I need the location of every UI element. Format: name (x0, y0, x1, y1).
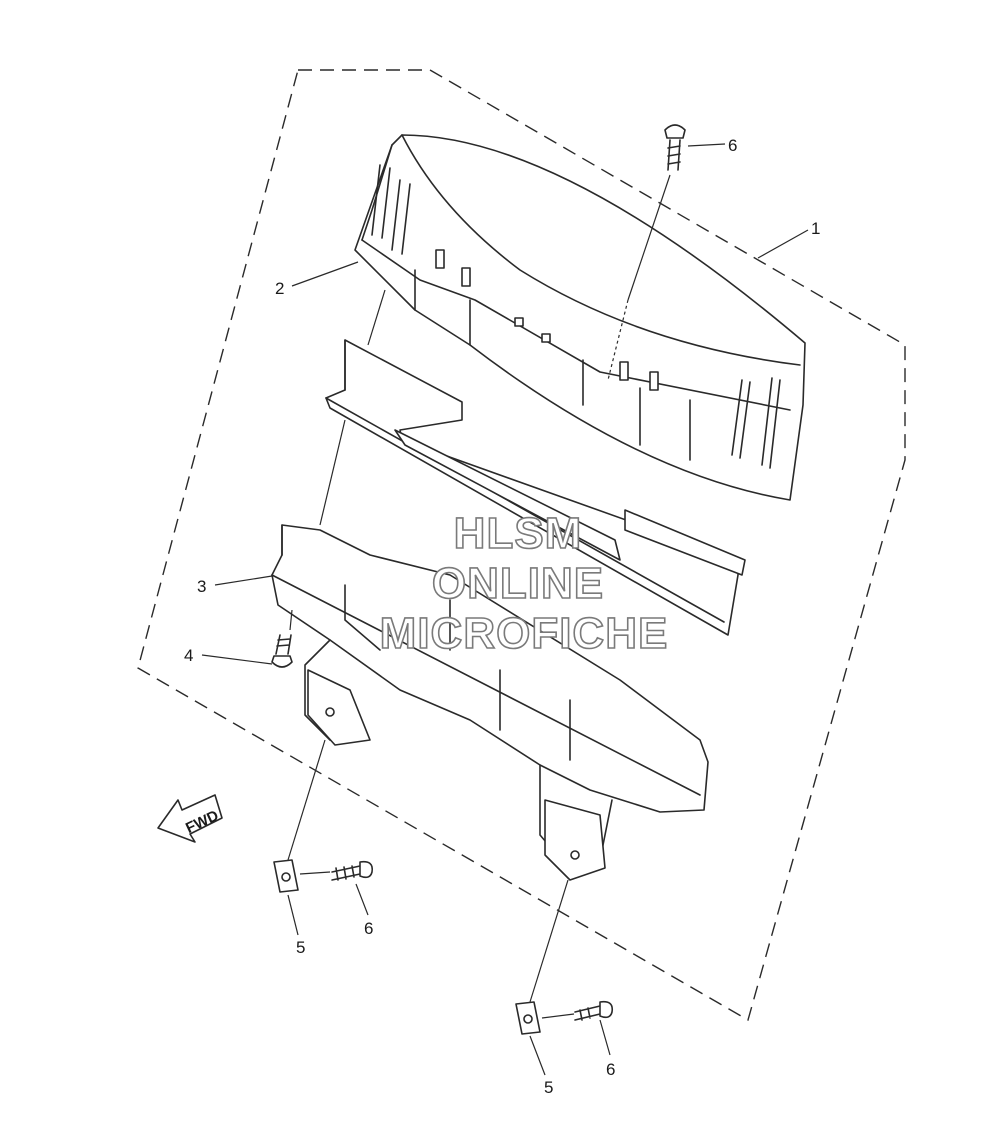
watermark: HLSM ONLINE MICROFICHE (379, 508, 669, 659)
middle-gasket-part (325, 339, 746, 636)
watermark-line-3: MICROFICHE (380, 609, 669, 658)
assembly-boundary (137, 69, 906, 1022)
screw-left (271, 634, 293, 668)
nut-clip-mid (273, 859, 299, 893)
callout-4: 4 (184, 646, 193, 665)
callout-5-bottom: 5 (544, 1078, 553, 1097)
callout-1: 1 (811, 219, 820, 238)
nut-clip-bottom (515, 1001, 541, 1035)
callout-3: 3 (197, 577, 206, 596)
callout-6-bottom: 6 (606, 1060, 615, 1079)
callout-2: 2 (275, 279, 284, 298)
screw-mid (331, 860, 374, 881)
watermark-line-1: HLSM (454, 509, 583, 558)
callout-6-mid: 6 (364, 919, 373, 938)
callout-6-top: 6 (728, 136, 737, 155)
upper-cover-part (354, 134, 806, 501)
leader-lines (201, 143, 809, 1076)
callout-5-mid: 5 (296, 938, 305, 957)
screw-bottom (574, 1000, 614, 1021)
screw-top (664, 124, 686, 171)
watermark-line-2: ONLINE (432, 559, 604, 608)
fwd-arrow-icon: FWD (157, 794, 223, 843)
lower-case-part (271, 524, 709, 881)
